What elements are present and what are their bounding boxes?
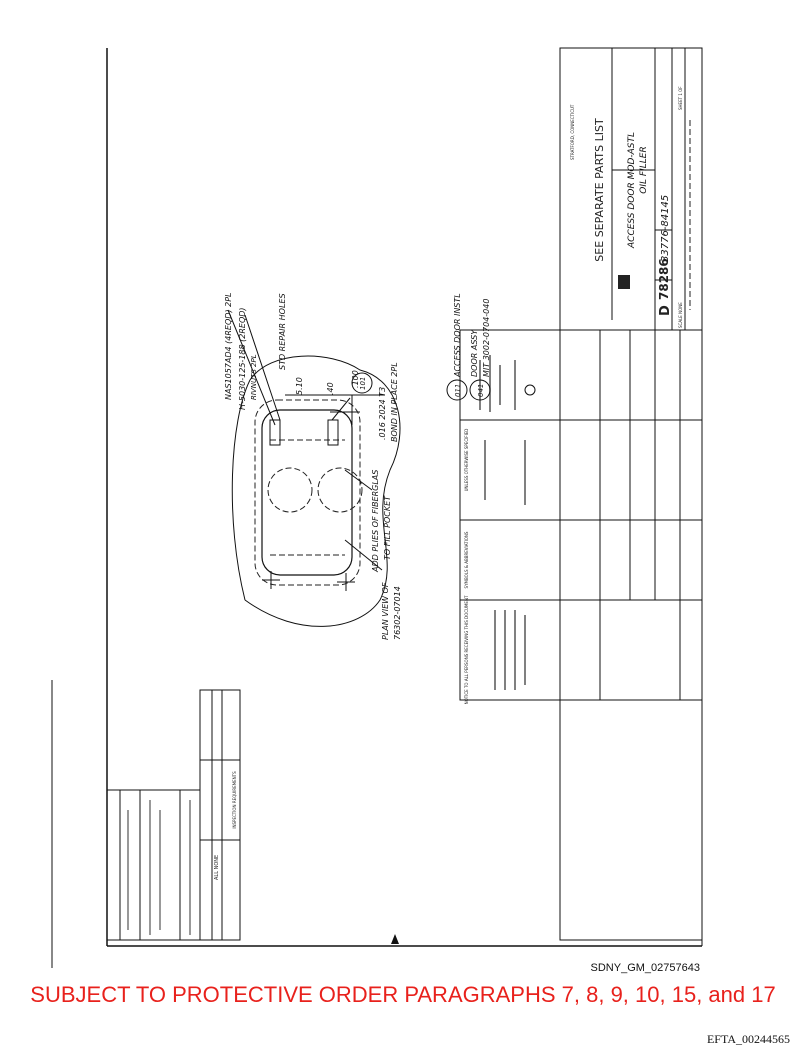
- drawing-title-line1: ACCESS DOOR MOD-ASTL: [627, 132, 637, 249]
- bond-callout: .016 2024 T3: [378, 387, 387, 440]
- door-assy: DOOR ASSY: [470, 329, 479, 377]
- inspection-header: INSPECTION REQUIREMENTS: [232, 771, 237, 829]
- center-mark: [391, 934, 399, 944]
- dimension-5-10: 5.10: [295, 377, 304, 395]
- fill-pocket: TO FILL POCKET: [383, 495, 392, 560]
- drawing-number: 33776-84145: [660, 195, 671, 262]
- notice-header: NOTICE TO ALL PERSONS RECEIVING THIS DOC…: [464, 595, 469, 704]
- door-assy-number: MIT 3002-0704-040: [482, 299, 491, 377]
- access-door-instl: ACCESS DOOR INSTL: [453, 293, 462, 378]
- scale: SCALE NONE: [678, 302, 683, 328]
- rivnut-qty: RIVNUTS 2PL: [250, 354, 258, 400]
- dimension-40: .40: [326, 382, 335, 395]
- item-011-balloon: 011: [454, 384, 462, 397]
- title-block: SEE SEPARATE PARTS LIST STRATFORD, CONNE…: [559, 47, 703, 941]
- callouts: NAS1057AD4 (4REQD) 2PL H-5030-125-188 (2…: [224, 293, 491, 640]
- parts-list-note: SEE SEPARATE PARTS LIST: [593, 118, 606, 262]
- bond-in-place: BOND IN PLACE 2PL: [390, 362, 399, 442]
- plan-view-number: 76302-07014: [393, 586, 402, 640]
- fscm-number: 78286: [657, 258, 671, 300]
- protective-order-notice: SUBJECT TO PROTECTIVE ORDER PARAGRAPHS 7…: [30, 982, 776, 1007]
- bates-number: SDNY_GM_02757643: [590, 962, 700, 974]
- drawing-title-line2: OIL FILLER: [639, 146, 649, 193]
- dimension-100: .100: [351, 370, 360, 388]
- item-041-balloon: 041: [477, 384, 485, 397]
- plan-view-label: PLAN VIEW OF: [381, 582, 390, 640]
- item-101-balloon: 101: [359, 377, 367, 390]
- access-door-sketch: [227, 309, 401, 627]
- fiberglas-callout: ADD PLIES OF FIBERGLAS: [371, 470, 380, 573]
- general-notes-header: UNLESS OTHERWISE SPECIFIED: [464, 429, 469, 492]
- company-location: STRATFORD, CONNECTICUT: [570, 104, 575, 160]
- all-none: ALL NONE: [214, 855, 220, 880]
- rivnut-callout: H-5030-125-188 (2REQD): [238, 307, 247, 410]
- efta-number: EFTA_00244565: [706, 1032, 790, 1046]
- fastener-callout: NAS1057AD4 (4REQD) 2PL: [224, 293, 233, 400]
- notes-block: UNLESS OTHERWISE SPECIFIED SYMBOLS & ABB…: [459, 329, 561, 704]
- inspection-table: INSPECTION REQUIREMENTS ALL NONE: [106, 689, 241, 941]
- size-letter: D: [658, 305, 673, 316]
- symbols-header: SYMBOLS & ABBREVIATIONS: [464, 531, 469, 588]
- repair-holes-callout: STD REPAIR HOLES: [278, 293, 287, 370]
- sheet-number: SHEET 1 OF: [678, 86, 683, 110]
